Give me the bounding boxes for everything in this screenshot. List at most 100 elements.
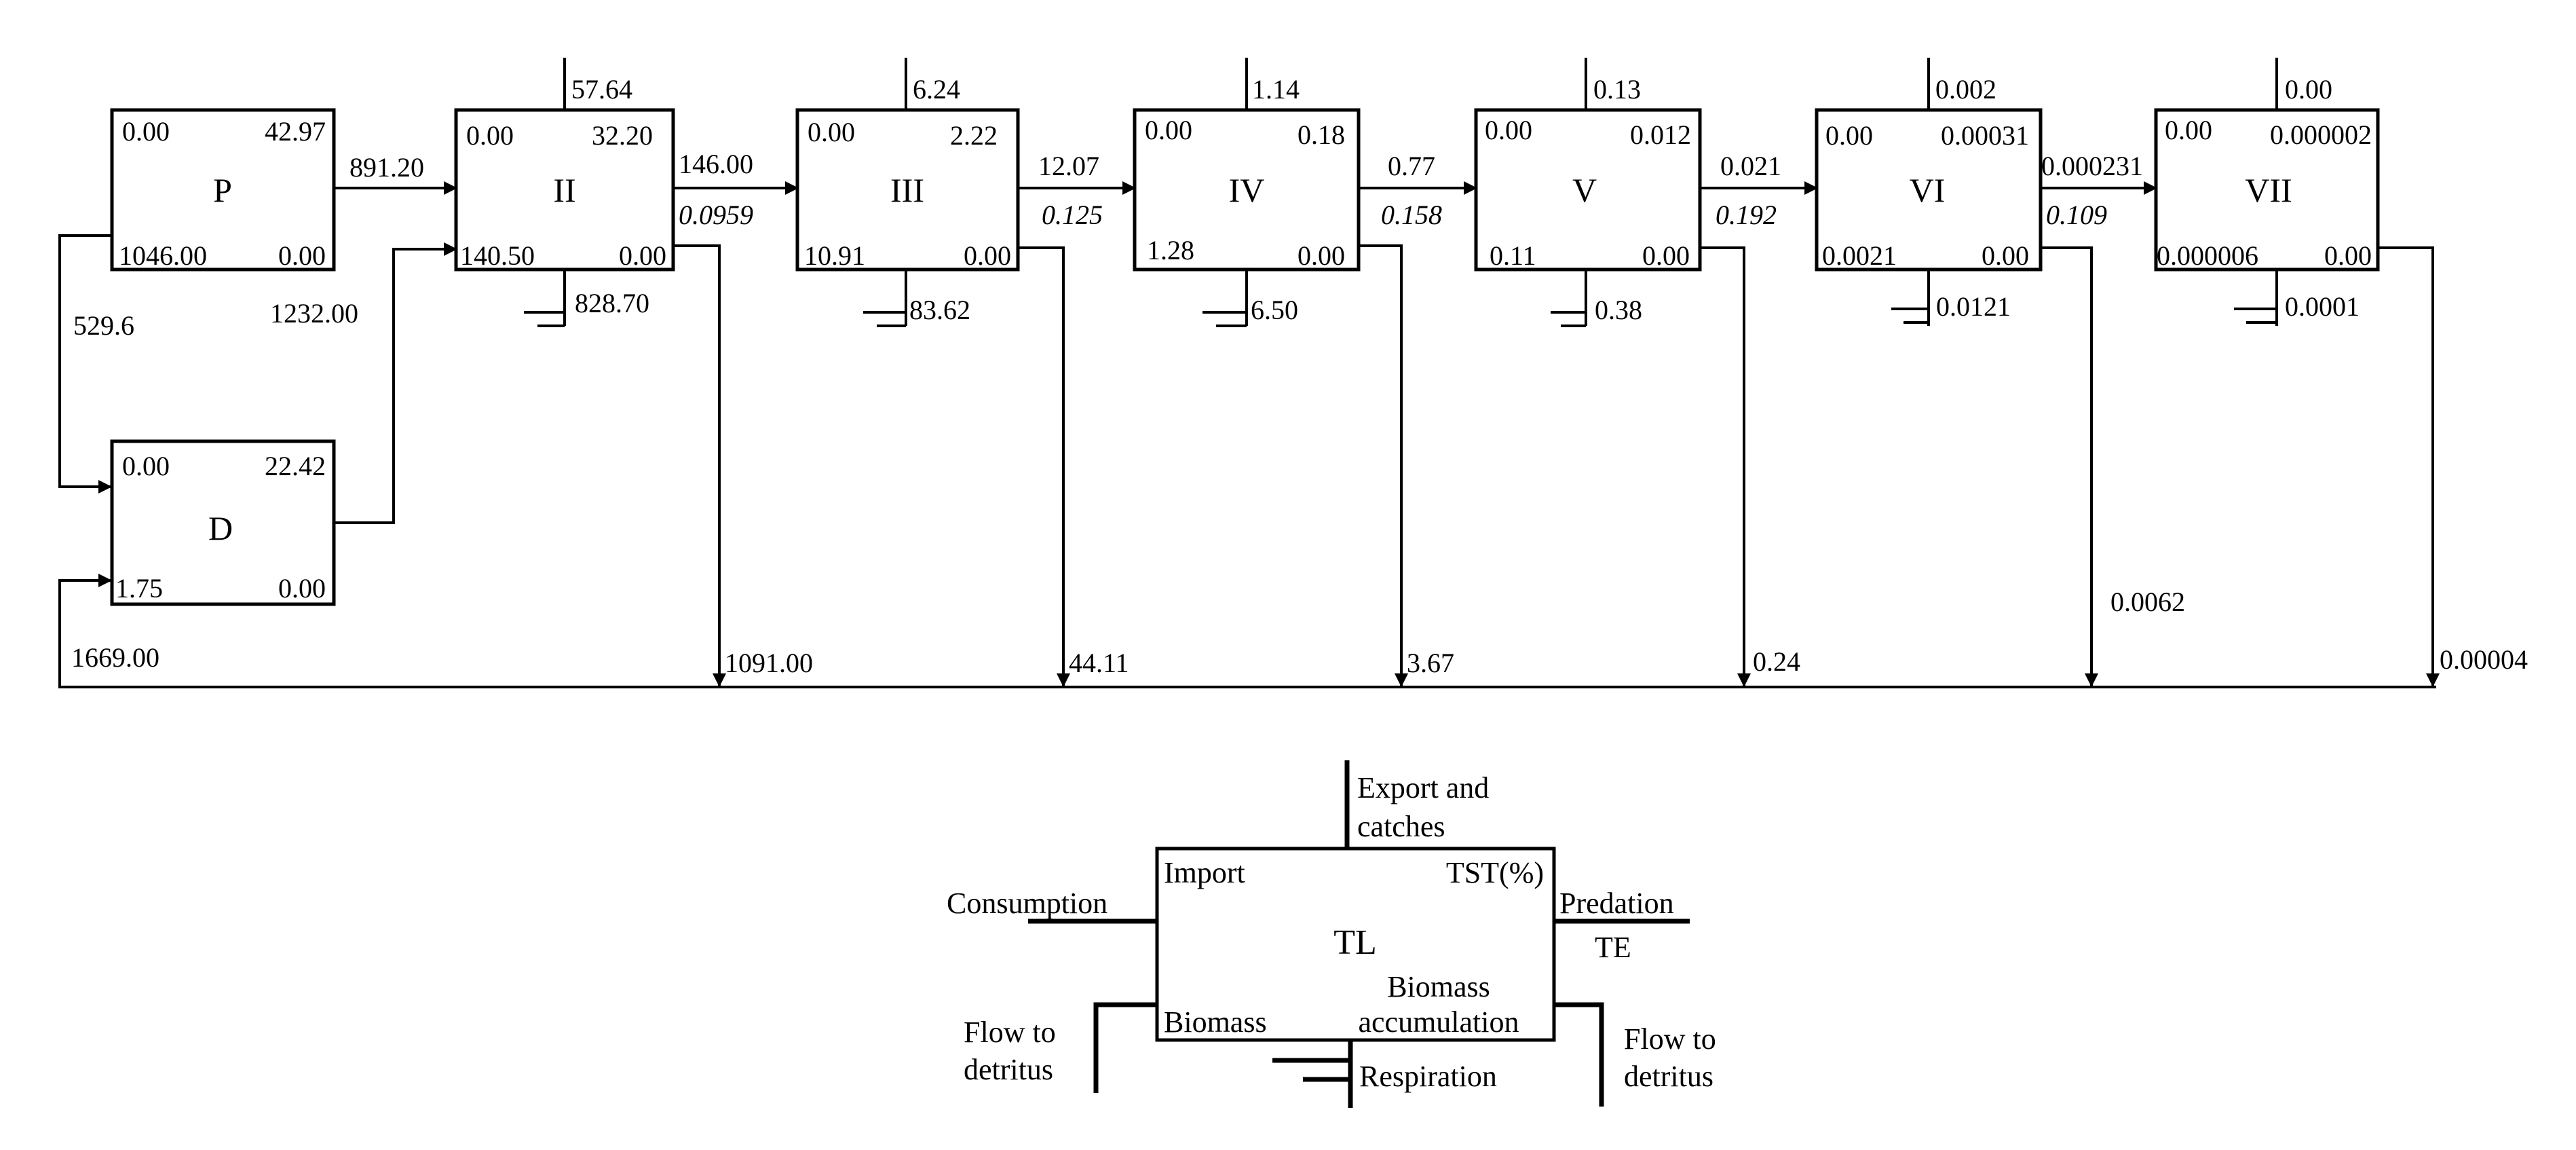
- II-label: II: [553, 171, 575, 209]
- IV-detritus-line: [1359, 244, 1408, 687]
- V-respiration: 0.38: [1595, 295, 1642, 325]
- V-import: 0.00: [1485, 115, 1532, 145]
- V-biomass: 0.11: [1490, 240, 1536, 271]
- legend-accum1: Biomass: [1387, 970, 1490, 1003]
- IV-detritus: 3.67: [1407, 648, 1454, 678]
- III-label: III: [890, 171, 924, 209]
- D-accum: 0.00: [278, 573, 326, 604]
- VII-detritus: 0.00004: [2440, 644, 2528, 675]
- VII-import: 0.00: [2165, 115, 2212, 145]
- box-IV: 0.00 0.18 IV 1.28 0.00: [1133, 108, 1361, 272]
- legend-biomass: Biomass: [1164, 1005, 1267, 1039]
- V-label: V: [1572, 171, 1597, 209]
- legend-tl: TL: [1333, 923, 1377, 962]
- VI-export: 0.002: [1935, 74, 1996, 105]
- te-vi-to-vii: 0.109: [2046, 200, 2107, 230]
- IV-export: 1.14: [1252, 74, 1300, 105]
- V-tst: 0.012: [1630, 119, 1691, 150]
- II-detritus-line: [673, 244, 726, 687]
- flow-p-to-d: 529.6: [73, 310, 134, 341]
- legend-catches: catches: [1357, 810, 1445, 843]
- P-label: P: [213, 171, 232, 209]
- te-iii-to-iv: 0.125: [1042, 200, 1103, 230]
- te-iv-to-v: 0.158: [1381, 200, 1442, 230]
- III-respiration: 83.62: [909, 295, 970, 325]
- P-import: 0.00: [122, 116, 170, 147]
- V-detritus: 0.24: [1753, 646, 1800, 677]
- IV-label: IV: [1229, 171, 1265, 209]
- VII-export: 0.00: [2285, 74, 2332, 105]
- III-import: 0.00: [808, 117, 855, 147]
- legend-flow-right-line: [1554, 1002, 1604, 1107]
- P-accum: 0.00: [278, 240, 326, 271]
- legend-import: Import: [1164, 856, 1245, 889]
- VII-detritus-line: [2378, 246, 2440, 687]
- VI-tst: 0.00031: [1941, 120, 2029, 151]
- legend-predation: Predation: [1559, 887, 1674, 920]
- VI-biomass: 0.0021: [1822, 240, 1897, 271]
- arrow-p-to-d: [58, 234, 112, 494]
- II-import: 0.00: [466, 120, 514, 151]
- te-ii-to-iii: 0.0959: [679, 200, 753, 230]
- legend-flow-right1: Flow to: [1624, 1022, 1716, 1056]
- IV-accum: 0.00: [1298, 240, 1345, 271]
- P-biomass: 1046.00: [119, 240, 207, 271]
- legend-te: TE: [1595, 931, 1631, 964]
- II-detritus: 1091.00: [725, 648, 813, 678]
- V-accum: 0.00: [1642, 240, 1690, 271]
- legend-flow-left2: detritus: [964, 1053, 1053, 1086]
- VI-accum: 0.00: [1982, 240, 2029, 271]
- IV-respiration: 6.50: [1251, 295, 1298, 325]
- legend-flow-left-line: [1093, 1002, 1157, 1093]
- VI-import: 0.00: [1825, 120, 1873, 151]
- box-VI: 0.00 0.00031 VI 0.0021 0.00: [1815, 108, 2043, 272]
- flow-iv-to-v: 0.77: [1388, 151, 1435, 181]
- legend-flow-left1: Flow to: [964, 1016, 1056, 1049]
- box-III: 0.00 2.22 III 10.91 0.00: [795, 108, 1020, 272]
- legend-tst: TST(%): [1446, 856, 1544, 889]
- VII-respiration: 0.0001: [2285, 291, 2360, 322]
- D-biomass: 1.75: [115, 573, 163, 604]
- IV-tst: 0.18: [1298, 119, 1345, 150]
- flow-p-to-ii: 891.20: [349, 152, 424, 183]
- flow-iii-to-iv: 12.07: [1038, 151, 1099, 181]
- flow-to-d-total: 1669.00: [71, 642, 159, 673]
- legend-export: Export and: [1357, 771, 1489, 804]
- box-D: 0.00 22.42 D 1.75 0.00: [110, 439, 336, 606]
- IV-import: 0.00: [1145, 115, 1192, 145]
- te-v-to-vi: 0.192: [1716, 200, 1777, 230]
- VI-detritus: 0.0062: [2110, 587, 2185, 617]
- box-V: 0.00 0.012 V 0.11 0.00: [1474, 108, 1702, 272]
- legend-flow-right2: detritus: [1624, 1060, 1713, 1093]
- III-export: 6.24: [913, 74, 960, 105]
- II-export: 57.64: [571, 74, 632, 105]
- III-detritus-line: [1018, 246, 1070, 687]
- P-tst: 42.97: [265, 116, 326, 147]
- box-P: 0.00 42.97 P 1046.00 0.00: [110, 108, 336, 272]
- II-tst: 32.20: [592, 120, 653, 151]
- D-tst: 22.42: [265, 451, 326, 481]
- II-biomass: 140.50: [460, 240, 535, 271]
- legend: Export and catches Import TST(%) Consump…: [947, 760, 1716, 1108]
- legend-respiration: Respiration: [1359, 1060, 1497, 1093]
- VI-detritus-line: [2041, 246, 2098, 687]
- arrow-d-to-ii: [334, 242, 457, 524]
- flow-d-to-ii: 1232.00: [270, 298, 358, 329]
- box-VII: 0.00 0.000002 VII 0.000006 0.00: [2154, 108, 2380, 272]
- III-tst: 2.22: [950, 120, 998, 151]
- II-accum: 0.00: [619, 240, 666, 271]
- legend-accum2: accumulation: [1358, 1005, 1519, 1039]
- flow-v-to-vi: 0.021: [1720, 151, 1781, 181]
- VII-biomass: 0.000006: [2157, 240, 2258, 271]
- V-detritus-line: [1700, 246, 1751, 687]
- VII-label: VII: [2245, 171, 2292, 209]
- detritus-return-line: [58, 574, 2436, 688]
- VI-respiration: 0.0121: [1936, 291, 2011, 322]
- III-detritus: 44.11: [1069, 648, 1129, 678]
- D-label: D: [208, 509, 233, 547]
- D-import: 0.00: [122, 451, 170, 481]
- flow-ii-to-iii: 146.00: [679, 149, 753, 179]
- VI-label: VI: [1910, 171, 1946, 209]
- box-II: 0.00 32.20 II 140.50 0.00: [454, 108, 675, 272]
